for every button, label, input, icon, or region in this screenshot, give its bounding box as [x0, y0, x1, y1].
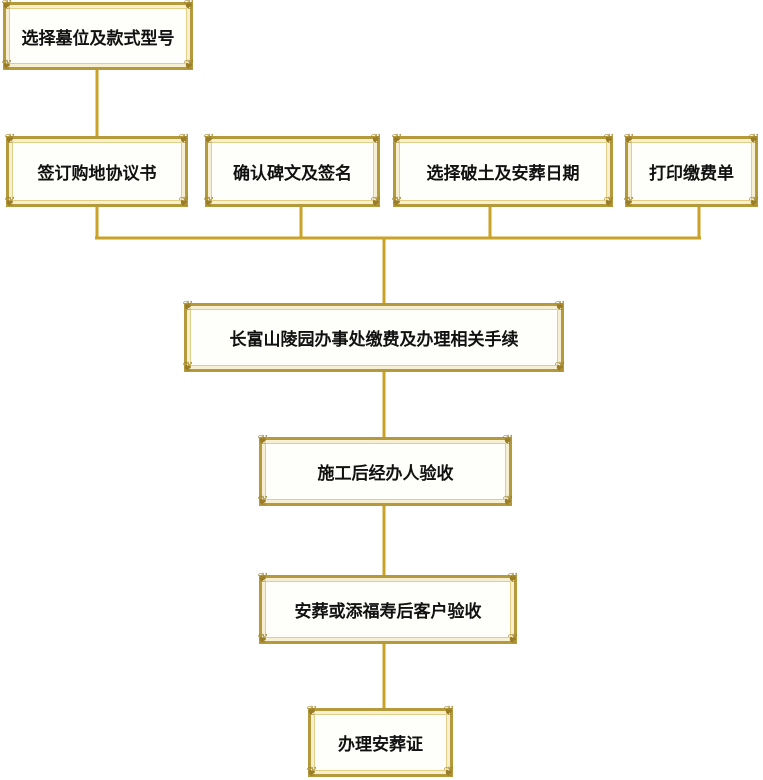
ornament-corner-icon: ❦ [1, 0, 13, 13]
ornament-corner-icon: ❦ [443, 765, 455, 780]
ornament-corner-icon: ❦ [603, 132, 615, 147]
step-label: 办理安葬证 [338, 735, 423, 755]
ornament-corner-icon: ❦ [748, 132, 760, 147]
ornament-corner-icon: ❦ [183, 0, 195, 13]
ornament-corner-icon: ❦ [257, 494, 269, 509]
ornament-corner-icon: ❦ [748, 195, 760, 210]
ornament-corner-icon: ❦ [257, 571, 269, 586]
ornament-corner-icon: ❦ [306, 765, 318, 780]
step-select-plot: ❦ ❦ ❦ ❦ 选择墓位及款式型号 [1, 0, 195, 73]
ornament-corner-icon: ❦ [554, 360, 566, 375]
ornament-corner-icon: ❦ [257, 632, 269, 647]
ornament-corner-icon: ❦ [391, 132, 403, 147]
ornament-corner-icon: ❦ [603, 195, 615, 210]
ornament-corner-icon: ❦ [4, 195, 16, 210]
step-print-bill: ❦ ❦ ❦ ❦ 打印缴费单 [623, 132, 760, 210]
ornament-corner-icon: ❦ [1, 58, 13, 73]
ornament-corner-icon: ❦ [370, 195, 382, 210]
ornament-corner-icon: ❦ [443, 704, 455, 719]
ornament-corner-icon: ❦ [623, 195, 635, 210]
step-burial-certificate: ❦ ❦ ❦ ❦ 办理安葬证 [306, 704, 455, 780]
step-confirm-inscription: ❦ ❦ ❦ ❦ 确认碑文及签名 [203, 132, 382, 210]
step-label: 签订购地协议书 [37, 164, 157, 184]
ornament-corner-icon: ❦ [507, 571, 519, 586]
ornament-corner-icon: ❦ [182, 360, 194, 375]
step-label: 施工后经办人验收 [317, 464, 454, 484]
ornament-corner-icon: ❦ [182, 299, 194, 314]
step-label: 打印缴费单 [649, 164, 734, 184]
step-office-payment: ❦ ❦ ❦ ❦ 长富山陵园办事处缴费及办理相关手续 [182, 299, 566, 375]
step-sign-agreement: ❦ ❦ ❦ ❦ 签订购地协议书 [4, 132, 190, 210]
ornament-corner-icon: ❦ [183, 58, 195, 73]
step-label: 安葬或添福寿后客户验收 [294, 602, 482, 622]
ornament-corner-icon: ❦ [306, 704, 318, 719]
ornament-corner-icon: ❦ [502, 494, 514, 509]
step-label: 选择墓位及款式型号 [21, 28, 175, 49]
step-handler-inspection: ❦ ❦ ❦ ❦ 施工后经办人验收 [257, 433, 514, 509]
ornament-corner-icon: ❦ [507, 632, 519, 647]
ornament-corner-icon: ❦ [203, 132, 215, 147]
step-label: 选择破土及安葬日期 [426, 164, 580, 184]
ornament-corner-icon: ❦ [203, 195, 215, 210]
ornament-corner-icon: ❦ [554, 299, 566, 314]
ornament-corner-icon: ❦ [178, 195, 190, 210]
ornament-corner-icon: ❦ [370, 132, 382, 147]
ornament-corner-icon: ❦ [391, 195, 403, 210]
step-label: 确认碑文及签名 [233, 164, 352, 184]
ornament-corner-icon: ❦ [257, 433, 269, 448]
ornament-corner-icon: ❦ [502, 433, 514, 448]
ornament-corner-icon: ❦ [4, 132, 16, 147]
ornament-corner-icon: ❦ [623, 132, 635, 147]
step-label: 长富山陵园办事处缴费及办理相关手续 [229, 330, 519, 350]
ornament-corner-icon: ❦ [178, 132, 190, 147]
step-customer-inspection: ❦ ❦ ❦ ❦ 安葬或添福寿后客户验收 [257, 571, 519, 647]
step-choose-dates: ❦ ❦ ❦ ❦ 选择破土及安葬日期 [391, 132, 615, 210]
